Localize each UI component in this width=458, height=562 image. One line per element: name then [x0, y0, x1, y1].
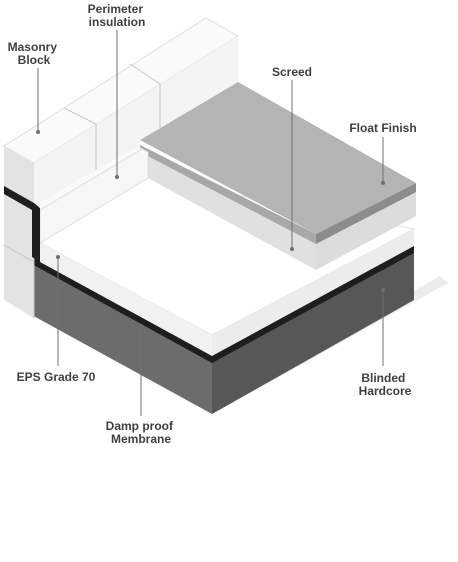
leader-dot-eps [56, 255, 60, 259]
leader-dot-float-finish [381, 181, 385, 185]
eps-left-face [40, 243, 212, 356]
hardcore-right-face [212, 252, 414, 414]
masonry-front-face [4, 146, 34, 318]
leader-dot-blinded-hardcore [381, 288, 385, 292]
mortar-joint [129, 63, 161, 85]
label-blinded-hardcore: Blinded Hardcore [359, 371, 412, 398]
membrane-right-face [212, 245, 414, 363]
membrane-left-face [30, 255, 212, 363]
screed-right-face [316, 190, 416, 270]
membrane-wall-wrap [4, 186, 40, 262]
label-perimeter-insulation: Perimeter insulation [88, 2, 147, 29]
label-damp-proof-membrane: Damp proof Membrane [106, 419, 177, 446]
label-masonry-block-line1: Masonry [8, 40, 58, 54]
screed-front-face [148, 148, 316, 270]
label-damp-proof-membrane-line2: Membrane [111, 432, 171, 446]
label-blinded-hardcore-line2: Hardcore [359, 384, 412, 398]
leader-dot-masonry-block [36, 130, 40, 134]
mortar-joint [63, 107, 97, 125]
label-eps-grade-70: EPS Grade 70 [17, 370, 96, 384]
label-float-finish: Float Finish [349, 121, 416, 135]
label-blinded-hardcore-line1: Blinded [361, 371, 405, 385]
eps-right-face [212, 229, 414, 356]
label-perimeter-insulation-line2: insulation [89, 15, 146, 29]
label-screed: Screed [272, 65, 312, 79]
screed-edge-band [316, 183, 416, 244]
leader-dot-damp-proof-membrane [139, 324, 143, 328]
label-masonry-block: Masonry Block [8, 40, 61, 67]
label-damp-proof-membrane-line1: Damp proof [106, 419, 174, 433]
mortar-joint [3, 244, 35, 263]
hardcore-left-face [30, 262, 212, 414]
label-masonry-block-line2: Block [18, 53, 51, 67]
float-finish-top [140, 82, 416, 234]
masonry-side-face [34, 36, 238, 205]
label-perimeter-insulation-line1: Perimeter [88, 2, 144, 16]
leader-dot-perimeter-insulation [115, 175, 119, 179]
screed-edge-band-front [140, 145, 316, 244]
leader-dot-screed [290, 247, 294, 251]
